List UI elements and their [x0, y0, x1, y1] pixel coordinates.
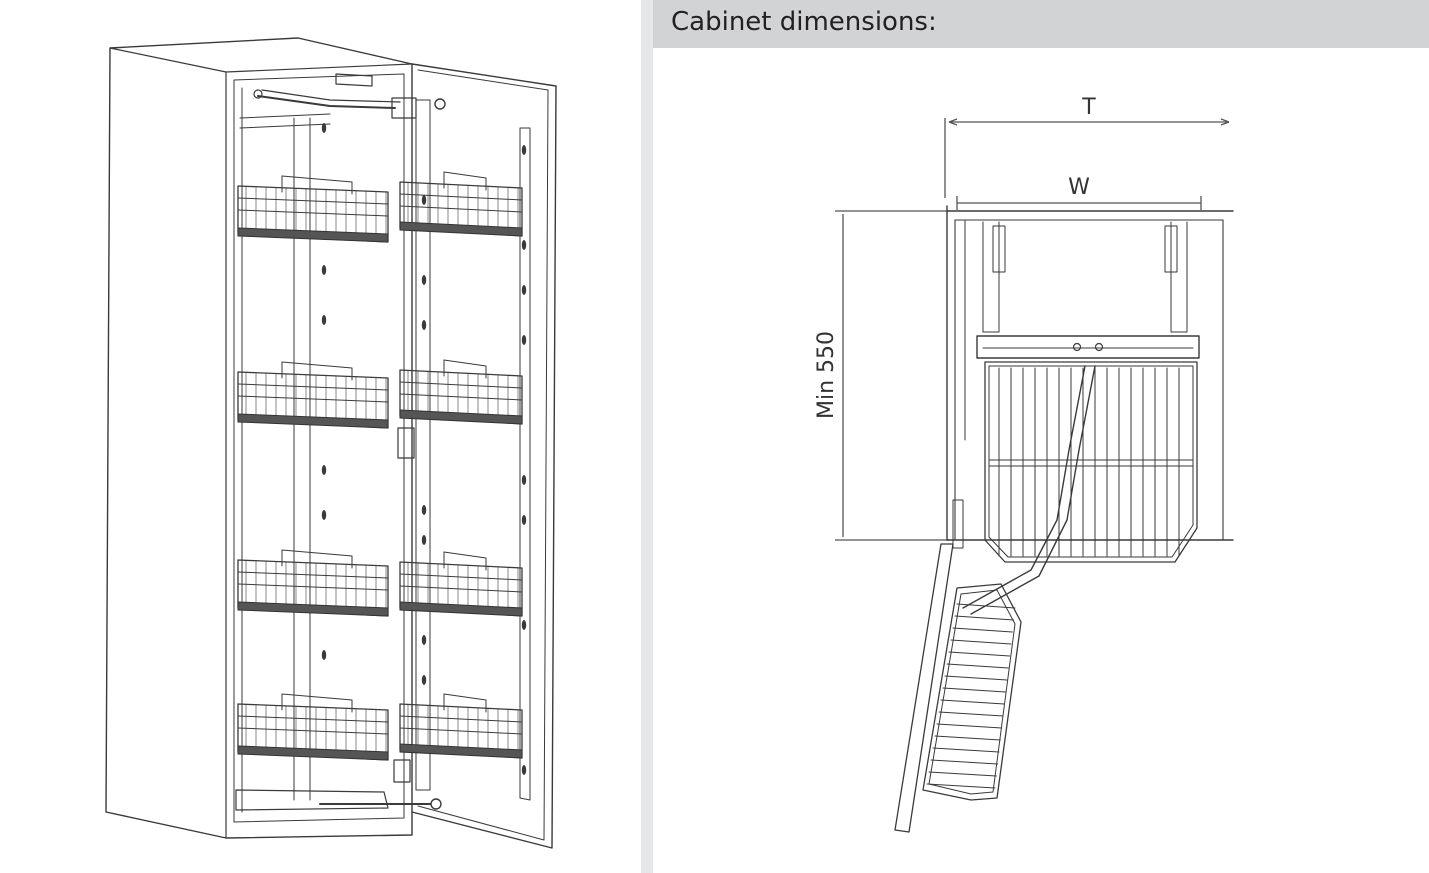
dimensions-panel: Cabinet dimensions: T W Min 550: [653, 0, 1429, 873]
cabinet-plan-outline: [946, 205, 1234, 541]
pull-out-basket-top-view: [984, 361, 1198, 563]
cabinet-illustration-panel: [0, 0, 641, 873]
door-basket-2: [399, 359, 523, 425]
min-height-label: Min 550: [814, 331, 839, 419]
dimension-width: W: [956, 175, 1202, 210]
cabinet-top-view-drawing: T W Min 550: [814, 95, 1234, 833]
cabinet-basket-1: [237, 175, 389, 243]
panel-divider: [641, 0, 653, 873]
door-basket-top-view: [922, 583, 1022, 801]
cabinet-door: [411, 63, 557, 849]
depth-label: T: [1081, 95, 1096, 120]
bottom-linkage: [235, 427, 442, 811]
cabinet-baskets: [237, 175, 389, 761]
door-basket-4: [399, 693, 523, 759]
door-basket-1: [399, 171, 523, 237]
width-label: W: [1068, 175, 1090, 200]
door-basket-3: [399, 551, 523, 617]
cabinet-basket-4: [237, 693, 389, 761]
door-baskets: [399, 171, 523, 759]
header-bar: Cabinet dimensions:: [653, 0, 1429, 48]
dimension-depth: T: [944, 95, 1230, 198]
door-plan: [894, 499, 964, 833]
swing-arm: [962, 365, 1096, 615]
pantry-cabinet-illustration: [105, 37, 557, 849]
page-title: Cabinet dimensions:: [671, 7, 937, 37]
cabinet-basket-3: [237, 549, 389, 617]
top-linkage: [253, 73, 446, 119]
dimension-min-height: Min 550: [814, 210, 949, 541]
cabinet-basket-2: [237, 361, 389, 429]
rail-holes: [321, 123, 527, 775]
